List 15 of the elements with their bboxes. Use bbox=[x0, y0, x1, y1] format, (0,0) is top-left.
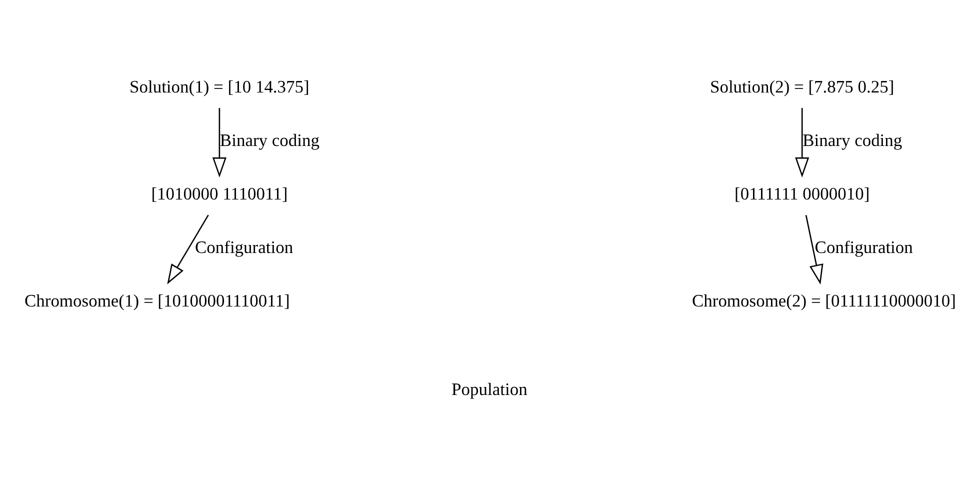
label: Population bbox=[451, 378, 527, 399]
edge-label: Binary coding bbox=[802, 129, 902, 150]
edge-label: Configuration bbox=[814, 236, 912, 256]
arrow bbox=[166, 214, 208, 284]
edge-label: Configuration bbox=[194, 236, 293, 256]
node-text: [0111111 0000010] bbox=[734, 182, 870, 203]
node-text: Chromosome(2) = [01111110000010] bbox=[691, 290, 956, 310]
node-text: [1010000 1110011] bbox=[150, 182, 288, 203]
node-text: Solution(2) = [7.875 0.25] bbox=[709, 76, 894, 96]
node-text: Solution(1) = [10 14.375] bbox=[129, 76, 309, 96]
arrow bbox=[804, 214, 823, 284]
arrow bbox=[794, 107, 809, 178]
arrow bbox=[212, 107, 226, 178]
edge-label: Binary coding bbox=[219, 129, 319, 150]
node-text: Chromosome(1) = [10100001110011] bbox=[24, 290, 290, 310]
